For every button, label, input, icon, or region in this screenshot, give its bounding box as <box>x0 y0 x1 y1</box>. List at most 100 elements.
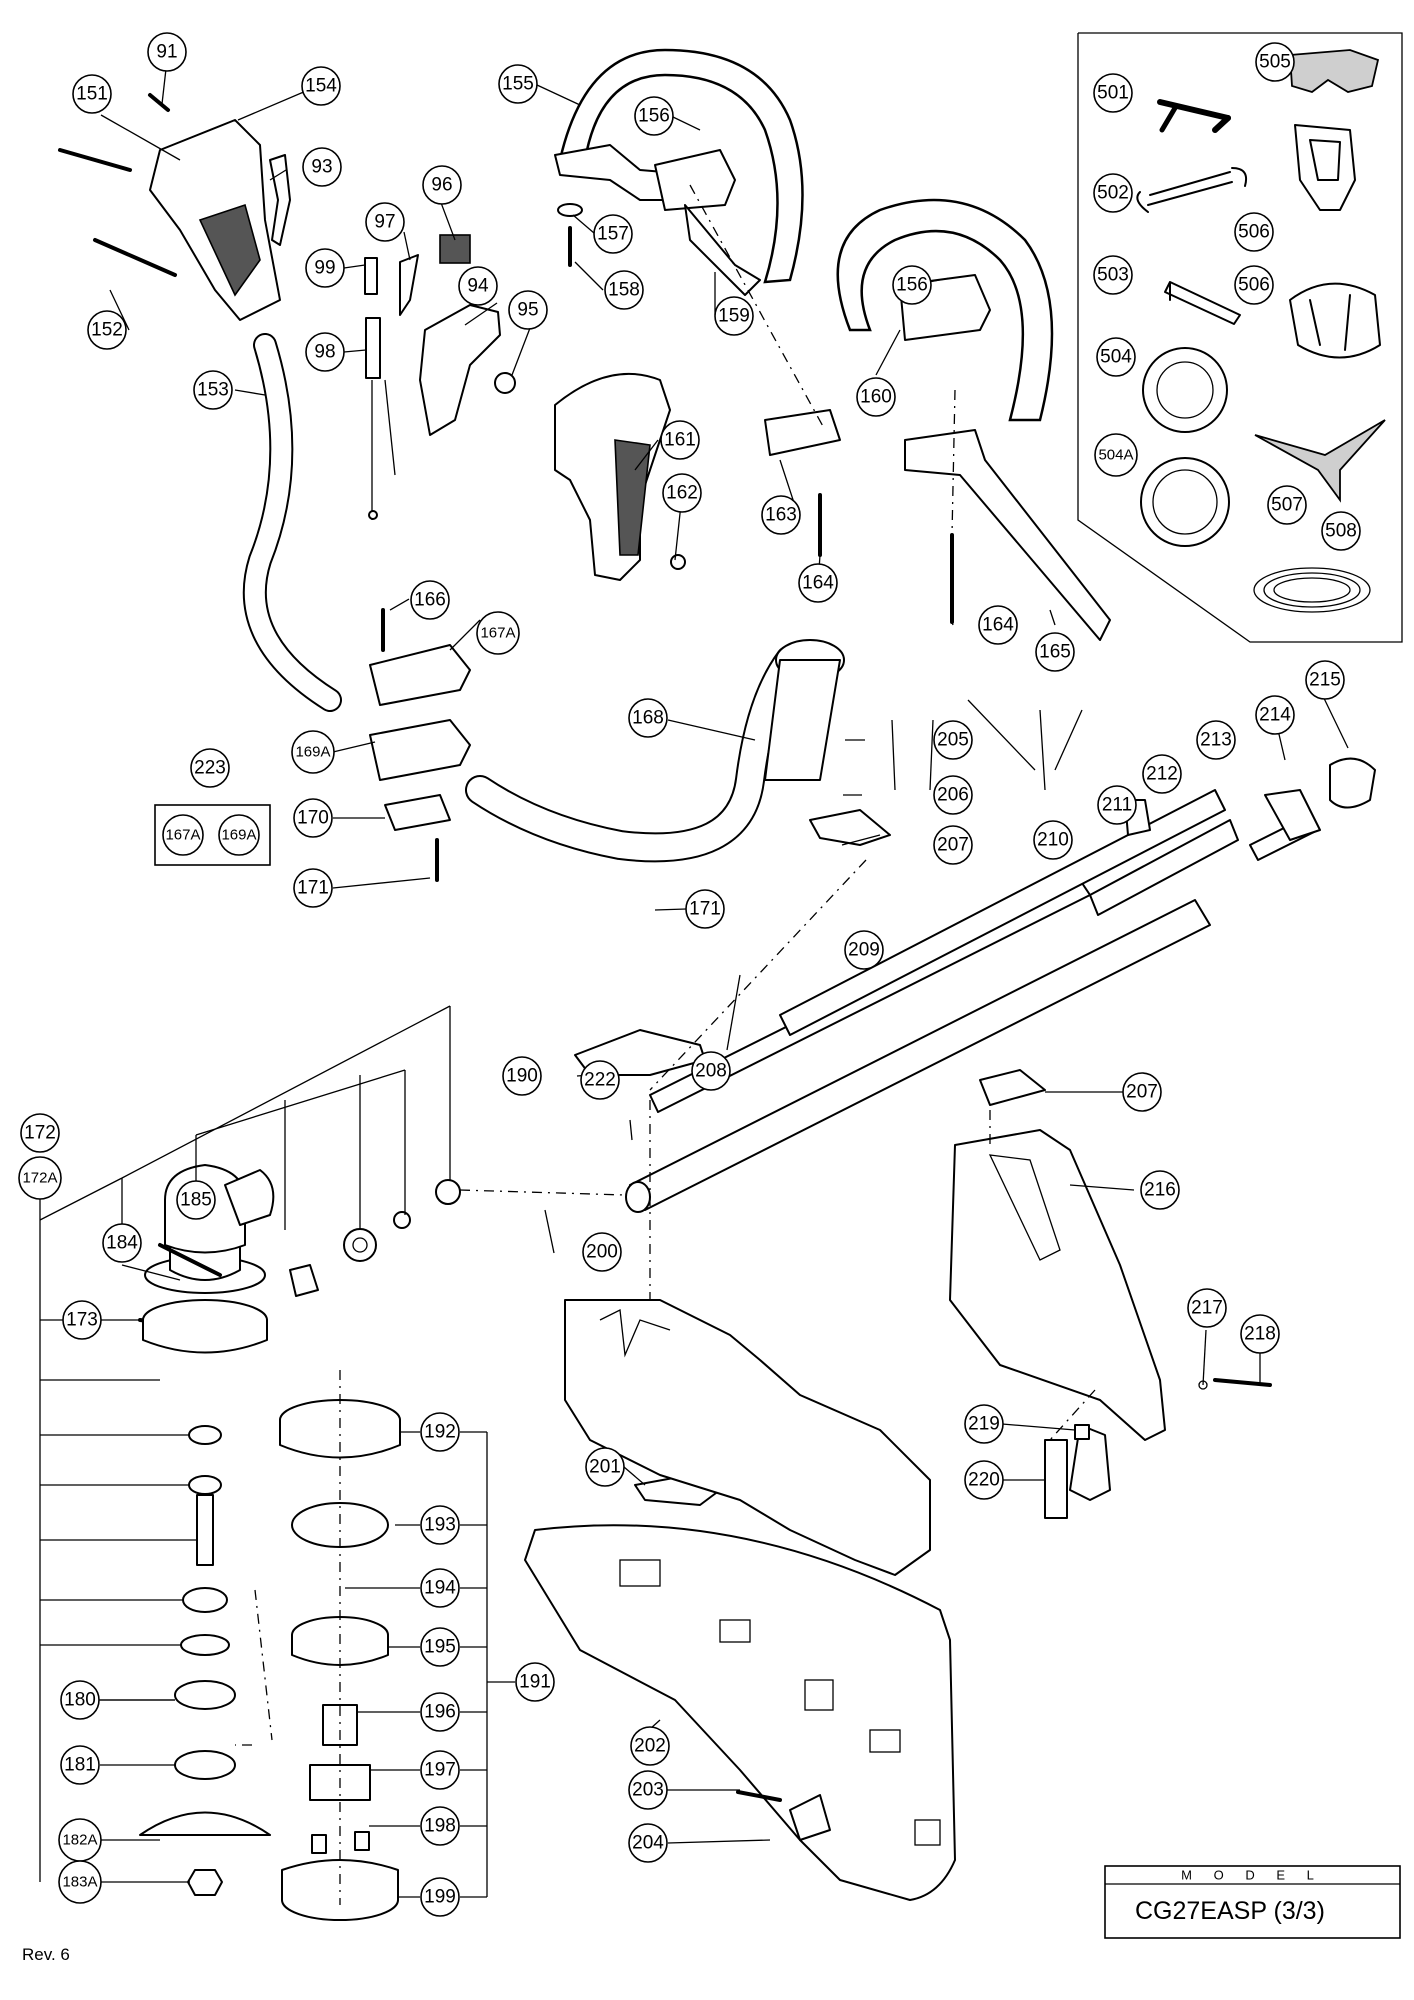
svg-text:157: 157 <box>597 224 629 245</box>
svg-text:152: 152 <box>91 320 123 341</box>
svg-text:507: 507 <box>1271 495 1303 516</box>
svg-text:99: 99 <box>314 258 335 279</box>
svg-text:214: 214 <box>1259 705 1291 726</box>
callout-164a: 164 <box>798 563 838 603</box>
callout-207a: 207 <box>933 825 973 865</box>
svg-text:169A: 169A <box>221 827 256 844</box>
callout-94: 94 <box>458 266 498 306</box>
svg-text:94: 94 <box>467 276 489 297</box>
callout-192: 192 <box>420 1412 460 1452</box>
svg-text:220: 220 <box>968 1470 1000 1491</box>
callout-98: 98 <box>305 332 345 372</box>
svg-text:223: 223 <box>194 758 226 779</box>
svg-text:159: 159 <box>718 306 750 327</box>
callout-168: 168 <box>628 698 668 738</box>
svg-text:196: 196 <box>424 1702 456 1723</box>
svg-text:193: 193 <box>424 1515 456 1536</box>
callout-182A: 182A <box>58 1818 102 1862</box>
svg-text:168: 168 <box>632 708 664 729</box>
svg-text:172: 172 <box>24 1123 56 1144</box>
svg-text:190: 190 <box>506 1066 538 1087</box>
svg-text:207: 207 <box>937 835 969 856</box>
svg-text:162: 162 <box>666 483 698 504</box>
svg-text:158: 158 <box>608 280 640 301</box>
callout-158: 158 <box>604 270 644 310</box>
adapter-ring-504a-part <box>1140 457 1230 547</box>
svg-text:506: 506 <box>1238 222 1270 243</box>
svg-text:505: 505 <box>1259 52 1291 73</box>
hex-key-part <box>1164 281 1241 325</box>
svg-text:160: 160 <box>860 387 892 408</box>
svg-text:198: 198 <box>424 1816 456 1837</box>
callout-504A: 504A <box>1094 433 1138 477</box>
callout-501: 501 <box>1093 73 1133 113</box>
svg-text:201: 201 <box>589 1457 621 1478</box>
callout-190: 190 <box>502 1056 542 1096</box>
svg-text:210: 210 <box>1037 830 1069 851</box>
svg-text:96: 96 <box>431 175 452 196</box>
spindle-parts <box>139 1299 271 1896</box>
callout-181: 181 <box>60 1745 100 1785</box>
svg-text:194: 194 <box>424 1578 456 1599</box>
spanner-part <box>1136 167 1248 213</box>
svg-text:502: 502 <box>1097 183 1129 204</box>
callout-200: 200 <box>582 1232 622 1272</box>
callout-151: 151 <box>72 74 112 114</box>
svg-text:153: 153 <box>197 380 229 401</box>
model-value: CG27EASP (3/3) <box>1135 1897 1325 1925</box>
svg-text:161: 161 <box>664 430 696 451</box>
callout-196: 196 <box>420 1692 460 1732</box>
callout-205: 205 <box>933 720 973 760</box>
drive-shaft-tube <box>625 757 1376 1213</box>
throttle-handle-assembly <box>58 93 291 321</box>
svg-text:185: 185 <box>180 1190 212 1211</box>
svg-text:98: 98 <box>314 342 335 363</box>
callout-193: 193 <box>420 1505 460 1545</box>
svg-text:171: 171 <box>297 878 329 899</box>
callout-185: 185 <box>176 1180 216 1220</box>
callout-211: 211 <box>1097 785 1137 825</box>
accessory-box <box>1077 32 1403 643</box>
callout-162: 162 <box>662 473 702 513</box>
svg-text:207: 207 <box>1126 1082 1158 1103</box>
svg-text:93: 93 <box>311 157 332 178</box>
callout-220: 220 <box>964 1460 1004 1500</box>
callout-223: 223 <box>190 748 230 788</box>
callout-172: 172 <box>20 1113 60 1153</box>
callout-171b: 171 <box>685 889 725 929</box>
model-box: M O D E L CG27EASP (3/3) <box>1104 1865 1401 1939</box>
centerlines <box>235 184 1096 1905</box>
svg-text:173: 173 <box>66 1310 98 1331</box>
svg-text:91: 91 <box>156 42 177 63</box>
callout-97: 97 <box>365 202 405 242</box>
callout-156a: 156 <box>634 96 674 136</box>
switch-parts <box>364 234 471 520</box>
callout-93: 93 <box>302 147 342 187</box>
callout-201: 201 <box>585 1447 625 1487</box>
guard-216-part <box>949 1129 1166 1441</box>
svg-text:195: 195 <box>424 1637 456 1658</box>
svg-text:167A: 167A <box>480 625 515 642</box>
callout-171a: 171 <box>293 868 333 908</box>
svg-text:504A: 504A <box>1098 447 1133 464</box>
callout-506b: 506 <box>1234 265 1274 305</box>
callout-91: 91 <box>147 32 187 72</box>
callout-152: 152 <box>87 310 127 350</box>
callout-160: 160 <box>856 377 896 417</box>
callout-195: 195 <box>420 1627 460 1667</box>
svg-text:197: 197 <box>424 1760 456 1781</box>
callout-191: 191 <box>515 1662 555 1702</box>
callout-163: 163 <box>761 495 801 535</box>
callout-159: 159 <box>714 296 754 336</box>
kit-223-box: 167A 169A <box>154 804 271 866</box>
callout-219: 219 <box>964 1404 1004 1444</box>
svg-text:205: 205 <box>937 730 969 751</box>
tri-blade-part <box>1254 419 1386 503</box>
svg-text:164: 164 <box>982 615 1014 636</box>
svg-text:504: 504 <box>1100 347 1132 368</box>
svg-text:184: 184 <box>106 1233 138 1254</box>
callout-507: 507 <box>1267 485 1307 525</box>
callout-505: 505 <box>1255 42 1295 82</box>
svg-text:222: 222 <box>584 1070 616 1091</box>
svg-text:165: 165 <box>1039 642 1071 663</box>
